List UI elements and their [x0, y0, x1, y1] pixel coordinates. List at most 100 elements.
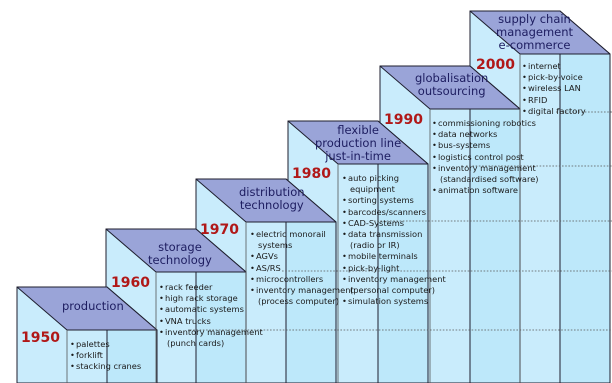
bullet-icon: •	[250, 229, 255, 239]
stage-item-text: CAD-Systems	[348, 217, 405, 228]
stage-item: •automatic systems	[159, 304, 263, 315]
stage-item-text: stacking cranes	[76, 361, 142, 372]
stage-item: •microcontrollers	[250, 274, 354, 285]
bullet-icon: •	[432, 151, 437, 162]
stage-item: •palettes	[70, 339, 141, 350]
stage-item-text: AS/RS	[256, 262, 281, 273]
stage-item: •pick-by-voice	[522, 72, 586, 83]
stage-item: •inventory management	[159, 327, 263, 338]
stage-item-text: auto picking	[348, 173, 400, 183]
stage-item-text: high rack storage	[165, 293, 238, 304]
stage-item-text: data transmission	[348, 229, 423, 240]
bullet-icon: •	[432, 140, 437, 151]
stage-item-text: inventory management	[165, 326, 263, 337]
bullet-icon: •	[250, 251, 255, 262]
stage-item: •VNA trucks	[159, 316, 263, 327]
stage-item: •AGVs	[250, 251, 354, 262]
stage-title-line: management	[496, 25, 574, 39]
stage-item-text: rack feeder	[165, 282, 213, 292]
stage-item-text: RFID	[528, 94, 548, 105]
stage-item: •data transmission	[342, 229, 446, 240]
step-top-face	[195, 178, 337, 223]
stage-items-list: •internet•pick-by-voice•wireless LAN•RFI…	[522, 61, 586, 117]
stage-item: •stacking cranes	[70, 361, 141, 372]
stage-year: 1980	[292, 166, 331, 182]
stage-title-line: supply chain	[498, 12, 571, 26]
stage-item-text: (punch cards)	[167, 338, 225, 349]
bullet-icon: •	[432, 129, 437, 140]
stage-item: •rack feeder	[159, 282, 263, 293]
stage-item: (process computer)	[250, 296, 354, 307]
stage-title-line: technology	[239, 198, 304, 212]
stage-item-text: microcontrollers	[256, 273, 324, 284]
bullet-icon: •	[159, 304, 164, 315]
stage-title-line: distribution	[239, 185, 305, 199]
stage-item-text: VNA trucks	[165, 315, 211, 326]
stage-item: •internet	[522, 61, 586, 72]
stage-year: 2000	[476, 57, 515, 73]
stage-item-text: forklift	[76, 350, 103, 361]
stage-item-text: systems	[258, 240, 293, 251]
stage-item: •simulation systems	[342, 296, 446, 307]
stage-item: •mobile terminals	[342, 251, 446, 262]
bullet-icon: •	[522, 94, 527, 105]
stage-item-text: simulation systems	[348, 296, 429, 307]
bullet-icon: •	[159, 326, 164, 337]
stage-item: •CAD-Systems	[342, 218, 446, 229]
stage-item: •inventory management	[250, 285, 354, 296]
bullet-icon: •	[342, 251, 347, 262]
bullet-icon: •	[342, 262, 347, 273]
stage-title-line: technology	[148, 253, 212, 267]
bullet-icon: •	[342, 206, 347, 217]
stage-item: (radio or IR)	[342, 240, 446, 251]
stage-year: 1970	[200, 222, 239, 238]
stage-item-text: wireless LAN	[528, 83, 581, 94]
stage-item: •commissioning robotics	[432, 118, 539, 129]
stage-item-text: (personal computer)	[350, 285, 435, 296]
bullet-icon: •	[250, 262, 255, 273]
bullet-icon: •	[432, 118, 437, 128]
stage-title-line: globalisation	[415, 71, 489, 85]
stage-item: •animation software	[432, 185, 539, 196]
stage-title-line: production	[62, 299, 124, 313]
stage-item: •high rack storage	[159, 293, 263, 304]
stage-item-text: palettes	[76, 339, 110, 349]
stage-item-text: barcodes/scanners	[348, 206, 427, 217]
stage-item-text: commissioning robotics	[438, 118, 536, 128]
stage-item-text: animation software	[438, 185, 518, 196]
stage-item-text: electric monorail	[256, 229, 326, 239]
stage-item: •inventory management	[432, 163, 539, 174]
stage-title-line: production line	[315, 136, 402, 150]
stage-item-text: bus-systems	[438, 140, 491, 151]
bullet-icon: •	[342, 173, 347, 183]
bullet-icon: •	[522, 105, 527, 116]
stage-item-text: digital factory	[528, 105, 586, 116]
stage-year: 1990	[384, 112, 423, 128]
stage-item-text: sorting systems	[348, 195, 414, 206]
bullet-icon: •	[342, 296, 347, 307]
bullet-icon: •	[522, 61, 527, 71]
bullet-icon: •	[342, 273, 347, 284]
stage-item-text: logistics control post	[438, 151, 524, 162]
bullet-icon: •	[250, 273, 255, 284]
stage-item: •barcodes/scanners	[342, 207, 446, 218]
stage-title: production	[62, 300, 124, 313]
bullet-icon: •	[70, 339, 75, 349]
stage-item-text: internet	[528, 61, 561, 71]
stage-title-line: outsourcing	[417, 84, 486, 98]
stage-year: 1950	[21, 330, 60, 346]
stage-item-text: AGVs	[256, 251, 278, 262]
stage-item: (punch cards)	[159, 338, 263, 349]
bullet-icon: •	[342, 217, 347, 228]
stage-item: •auto picking	[342, 173, 446, 184]
stage-item-text: equipment	[350, 184, 395, 195]
stage-title-line: e-commerce	[498, 38, 571, 52]
stage-item: •wireless LAN	[522, 83, 586, 94]
stage-item-text: data networks	[438, 129, 498, 140]
stage-item-text: mobile terminals	[348, 251, 418, 262]
stage-item-text: (standardised software)	[440, 174, 539, 185]
